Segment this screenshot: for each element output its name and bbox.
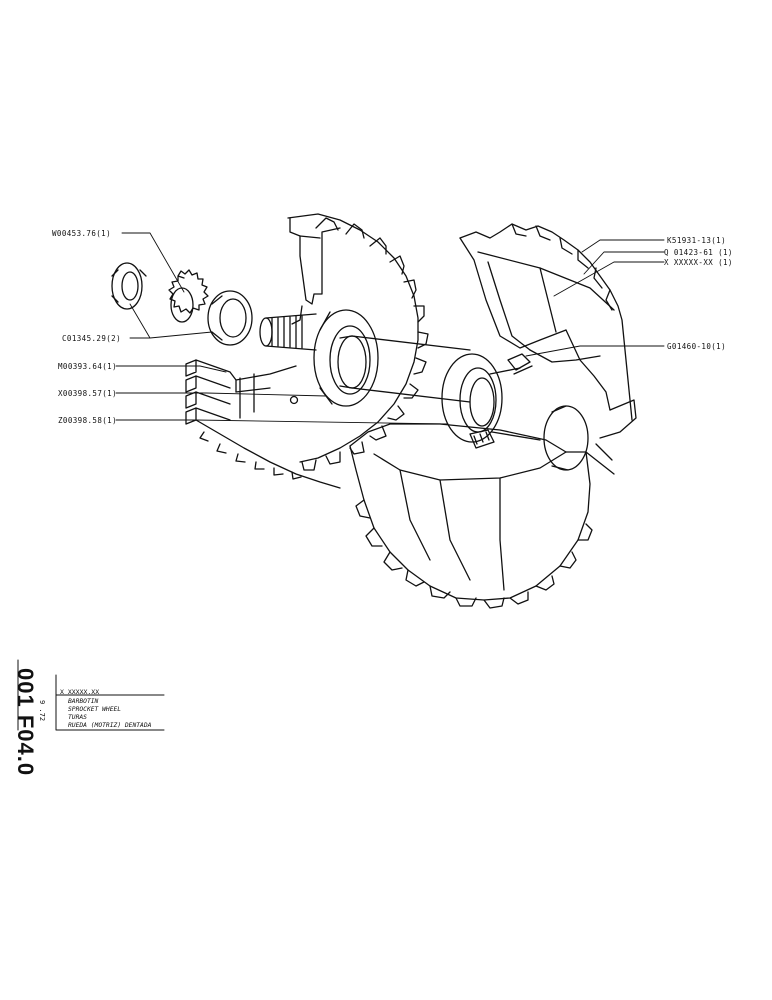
- pinion-gear: [185, 359, 341, 489]
- drawing-date: 9 .72: [38, 700, 46, 722]
- callout-k51931: K51931-13(1): [667, 236, 726, 245]
- splined-shaft: [259, 313, 317, 351]
- large-gear: [287, 213, 429, 471]
- callout-xxxxxx: X XXXXX-XX (1): [664, 258, 733, 267]
- hub-cap: [543, 405, 589, 471]
- drawing-code: 001 F04.0: [13, 668, 38, 777]
- title-block: [17, 659, 165, 731]
- callout-x00398: X00398.57(1): [58, 389, 117, 398]
- bearing-ring-part: [207, 290, 253, 346]
- callout-z00398: Z00398.58(1): [58, 416, 117, 425]
- bolt-hole: [289, 395, 299, 405]
- name-line: TURAS: [68, 714, 87, 721]
- name-line: SPROCKET WHEEL: [68, 706, 122, 713]
- left-bearing: [313, 309, 379, 407]
- lock-washer-part: [168, 269, 209, 323]
- right-bearing: [441, 353, 541, 443]
- name-line: RUEDA (MOTRIZ) DENTADA: [68, 722, 152, 729]
- part-code: X XXXXX.XX: [60, 688, 100, 696]
- nut-part: [111, 262, 147, 310]
- bottom-sprocket: [349, 423, 593, 609]
- callout-c01345: C01345.29(2): [62, 334, 121, 343]
- callout-g01460: G01460-10(1): [667, 342, 726, 351]
- leader-lines: [115, 232, 665, 425]
- name-line: BARBOTIN: [68, 698, 99, 705]
- seal-detail: [469, 353, 533, 449]
- callout-w00453: W00453.76(1): [52, 229, 111, 238]
- sprocket-housing: [459, 223, 637, 475]
- main-shaft: [339, 335, 471, 403]
- callout-q01423: Q 01423-61 (1): [664, 248, 733, 257]
- callout-m00393: M00393.64(1): [58, 362, 117, 371]
